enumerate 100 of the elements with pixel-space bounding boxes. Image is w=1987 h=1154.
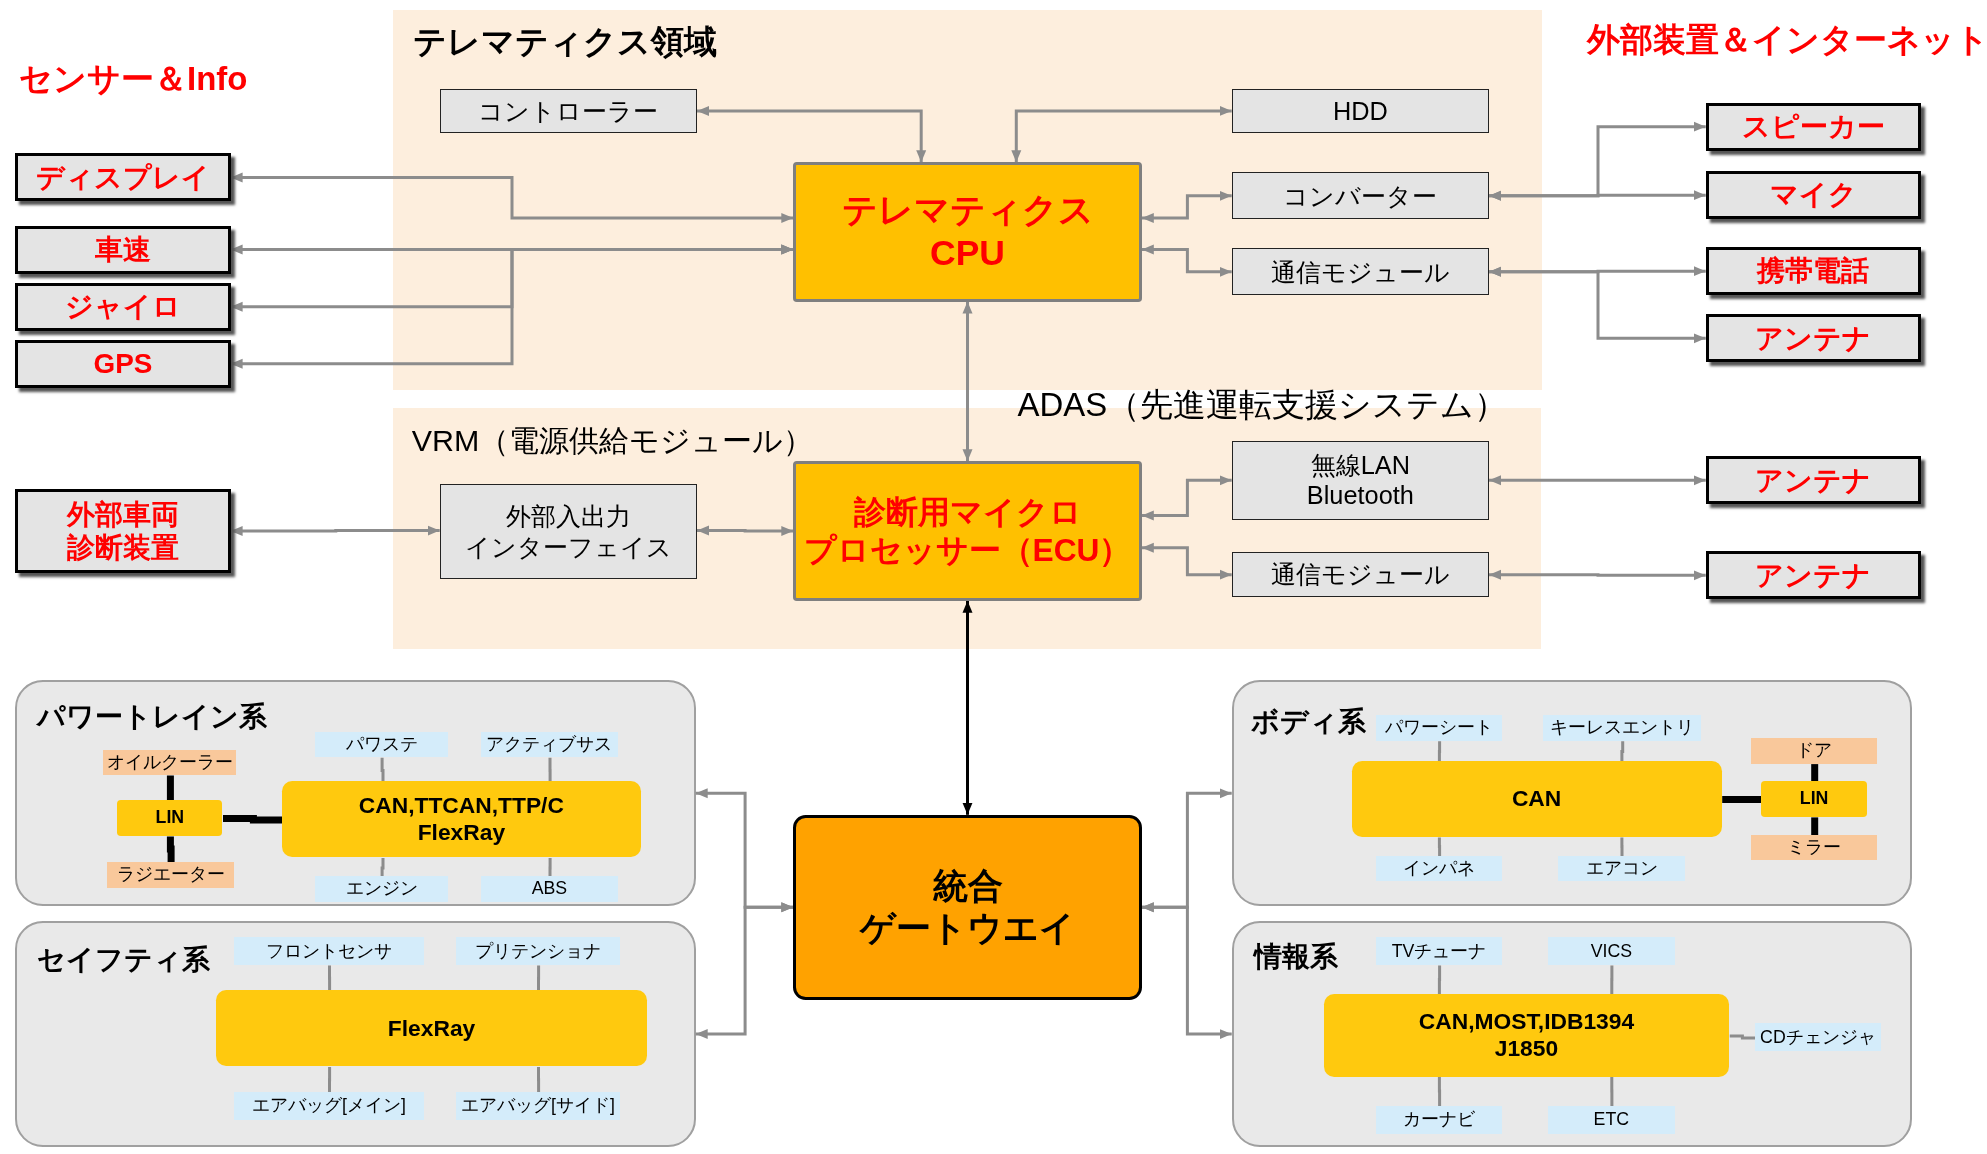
device-box: ジャイロ — [15, 282, 231, 331]
section-heading: センサー＆Info — [19, 59, 248, 99]
device-box: アンテナ — [1705, 456, 1922, 505]
component-box: 外部入出力インターフェイス — [439, 484, 697, 580]
device-box: アンテナ — [1705, 551, 1922, 600]
connector-line — [1620, 837, 1624, 857]
region-heading: テレマティクス領域 — [413, 22, 718, 63]
arrow — [1489, 569, 1706, 581]
component-tag: インパネ — [1375, 856, 1503, 882]
panel-heading: パワートレイン系 — [37, 699, 268, 734]
connector-line — [537, 965, 541, 991]
arrow — [1141, 475, 1232, 521]
component-tag: パワステ — [315, 731, 449, 758]
system-panel — [1231, 680, 1913, 907]
connector-line — [1811, 764, 1819, 782]
arrow — [1489, 266, 1706, 344]
component-tag: ラジエーター — [107, 862, 234, 888]
component-tag: CDチェンジャ — [1754, 1023, 1882, 1052]
connector-line — [1437, 1077, 1442, 1107]
component-tag: カーナビ — [1375, 1105, 1503, 1134]
component-tag: ABS — [481, 876, 618, 902]
section-heading: 外部装置＆インターネット — [1586, 19, 1987, 60]
arrow — [962, 301, 973, 462]
component-tag: エアバッグ[サイド] — [455, 1091, 621, 1120]
system-panel — [15, 921, 696, 1147]
processor-box: テレマティクス CPU — [793, 162, 1142, 302]
connector-line — [1811, 817, 1819, 836]
component-tag: プリテンショナ — [455, 937, 621, 966]
connector-line — [1722, 796, 1762, 804]
bus-box: LIN — [117, 800, 223, 836]
panel-heading: セイフティ系 — [37, 943, 211, 977]
region-band — [392, 10, 1543, 391]
connector-line — [537, 1067, 541, 1093]
component-box: コンバーター — [1231, 172, 1489, 220]
arrow — [230, 525, 440, 536]
arrow — [230, 172, 794, 223]
device-box: マイク — [1705, 171, 1922, 220]
panel-heading: ボディ系 — [1251, 704, 1367, 739]
component-tag: ミラー — [1750, 834, 1878, 860]
connector-line — [1610, 965, 1614, 995]
connector-line — [328, 965, 332, 991]
arrow — [1141, 190, 1232, 223]
device-box: 携帯電話 — [1705, 247, 1922, 296]
component-tag: ETC — [1548, 1105, 1675, 1134]
connector-line — [166, 775, 174, 801]
device-box: 外部車両診断装置 — [15, 489, 231, 573]
component-box: 通信モジュール — [1231, 552, 1489, 597]
component-tag: フロントセンサ — [233, 937, 424, 966]
component-box: HDD — [1231, 88, 1489, 134]
arrow — [1141, 902, 1232, 1040]
connector-line — [1437, 965, 1442, 995]
region-heading: VRM（電源供給モジュール） — [411, 421, 814, 459]
arrow — [695, 902, 794, 1040]
processor-box: 診断用マイクロプロセッサー（ECU） — [793, 461, 1142, 601]
connector-line — [548, 857, 552, 877]
component-tag: オイルクーラー — [103, 749, 237, 775]
connector-line — [380, 857, 385, 877]
component-tag: ドア — [1750, 738, 1878, 764]
arrow — [1489, 475, 1706, 486]
component-box: 通信モジュール — [1231, 248, 1489, 296]
component-tag: アクティブサス — [481, 731, 618, 758]
arrow — [697, 525, 794, 536]
bus-box: LIN — [1760, 781, 1868, 817]
connector-line — [1620, 741, 1625, 762]
connector-line — [166, 836, 175, 863]
system-panel — [15, 680, 696, 907]
region-heading: ADAS（先進運転支援システム） — [1017, 384, 1508, 425]
connector-line — [380, 757, 385, 782]
arrow — [697, 105, 927, 163]
component-tag: エアコン — [1558, 856, 1685, 882]
panel-heading: 情報系 — [1254, 940, 1338, 975]
arrow — [962, 600, 973, 815]
arrow — [1141, 542, 1232, 580]
bus-box: FlexRay — [216, 990, 647, 1067]
connector-line — [223, 815, 283, 824]
system-panel — [1231, 921, 1913, 1147]
gateway-box: 統合ゲートウエイ — [793, 814, 1142, 1000]
connector-line — [1437, 837, 1442, 857]
connector-line — [1610, 1077, 1614, 1107]
component-tag: VICS — [1548, 937, 1675, 966]
component-tag: エアバッグ[メイン] — [233, 1091, 424, 1120]
connector-line — [328, 1067, 332, 1093]
arrow — [1141, 244, 1232, 277]
bus-box: CAN — [1351, 761, 1722, 838]
arrow — [1011, 105, 1232, 163]
device-box: スピーカー — [1705, 102, 1922, 151]
device-box: アンテナ — [1705, 314, 1922, 363]
component-tag: パワーシート — [1375, 715, 1503, 741]
component-tag: TVチューナ — [1375, 937, 1503, 966]
device-box: GPS — [15, 339, 231, 388]
component-tag: エンジン — [315, 876, 449, 902]
bus-box: CAN,MOST,IDB1394 J1850 — [1323, 994, 1730, 1077]
device-box: 車速 — [15, 225, 231, 274]
connector-line — [1729, 1034, 1756, 1040]
component-box: 無線LAN Bluetooth — [1231, 440, 1489, 520]
connector-line — [1437, 741, 1442, 762]
arrow — [1489, 190, 1706, 201]
component-tag: キーレスエントリ — [1542, 715, 1702, 741]
component-box: コントローラー — [439, 88, 697, 134]
bus-box: CAN,TTCAN,TTP/C FlexRay — [282, 781, 641, 858]
